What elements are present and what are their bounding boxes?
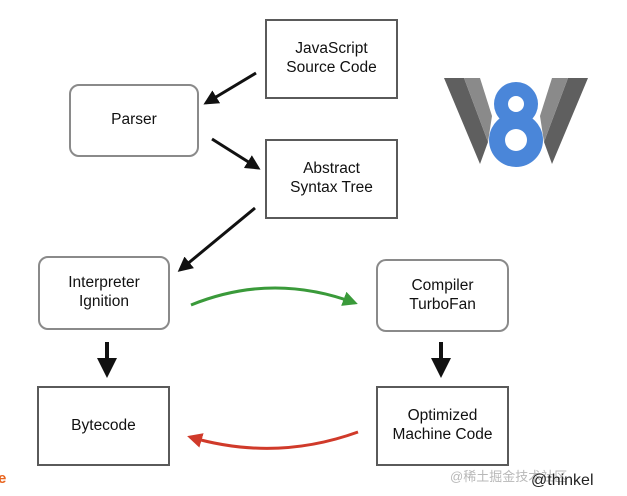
arrow-deoptimize bbox=[187, 430, 359, 450]
arrow-optimize bbox=[190, 286, 358, 307]
node-interpreter: Interpreter Ignition bbox=[38, 256, 170, 330]
node-ast-label: Abstract Syntax Tree bbox=[290, 160, 373, 196]
arrow-source-to-parser bbox=[203, 71, 257, 105]
node-interpreter-label: Interpreter Ignition bbox=[68, 274, 140, 310]
node-compiler-label: Compiler TurboFan bbox=[409, 276, 476, 313]
node-machine-code: Optimized Machine Code bbox=[376, 386, 509, 466]
arrow-parser-to-ast bbox=[211, 137, 261, 170]
watermark: @稀土掘金技术社区 bbox=[450, 469, 568, 484]
edge-mark: e bbox=[0, 470, 7, 487]
node-compiler: Compiler TurboFan bbox=[376, 259, 509, 332]
node-js-source-label: JavaScript Source Code bbox=[286, 40, 377, 76]
node-bytecode-label: Bytecode bbox=[71, 416, 136, 434]
v8-logo-icon bbox=[444, 78, 588, 167]
node-parser-label: Parser bbox=[111, 111, 157, 129]
node-parser: Parser bbox=[69, 84, 199, 157]
node-js-source: JavaScript Source Code bbox=[265, 19, 398, 99]
arrow-ast-to-interpreter bbox=[177, 206, 256, 272]
node-ast: Abstract Syntax Tree bbox=[265, 139, 398, 219]
author-handle: @thinkel bbox=[531, 472, 594, 489]
node-machine-code-label: Optimized Machine Code bbox=[392, 407, 493, 443]
node-bytecode: Bytecode bbox=[37, 386, 170, 466]
